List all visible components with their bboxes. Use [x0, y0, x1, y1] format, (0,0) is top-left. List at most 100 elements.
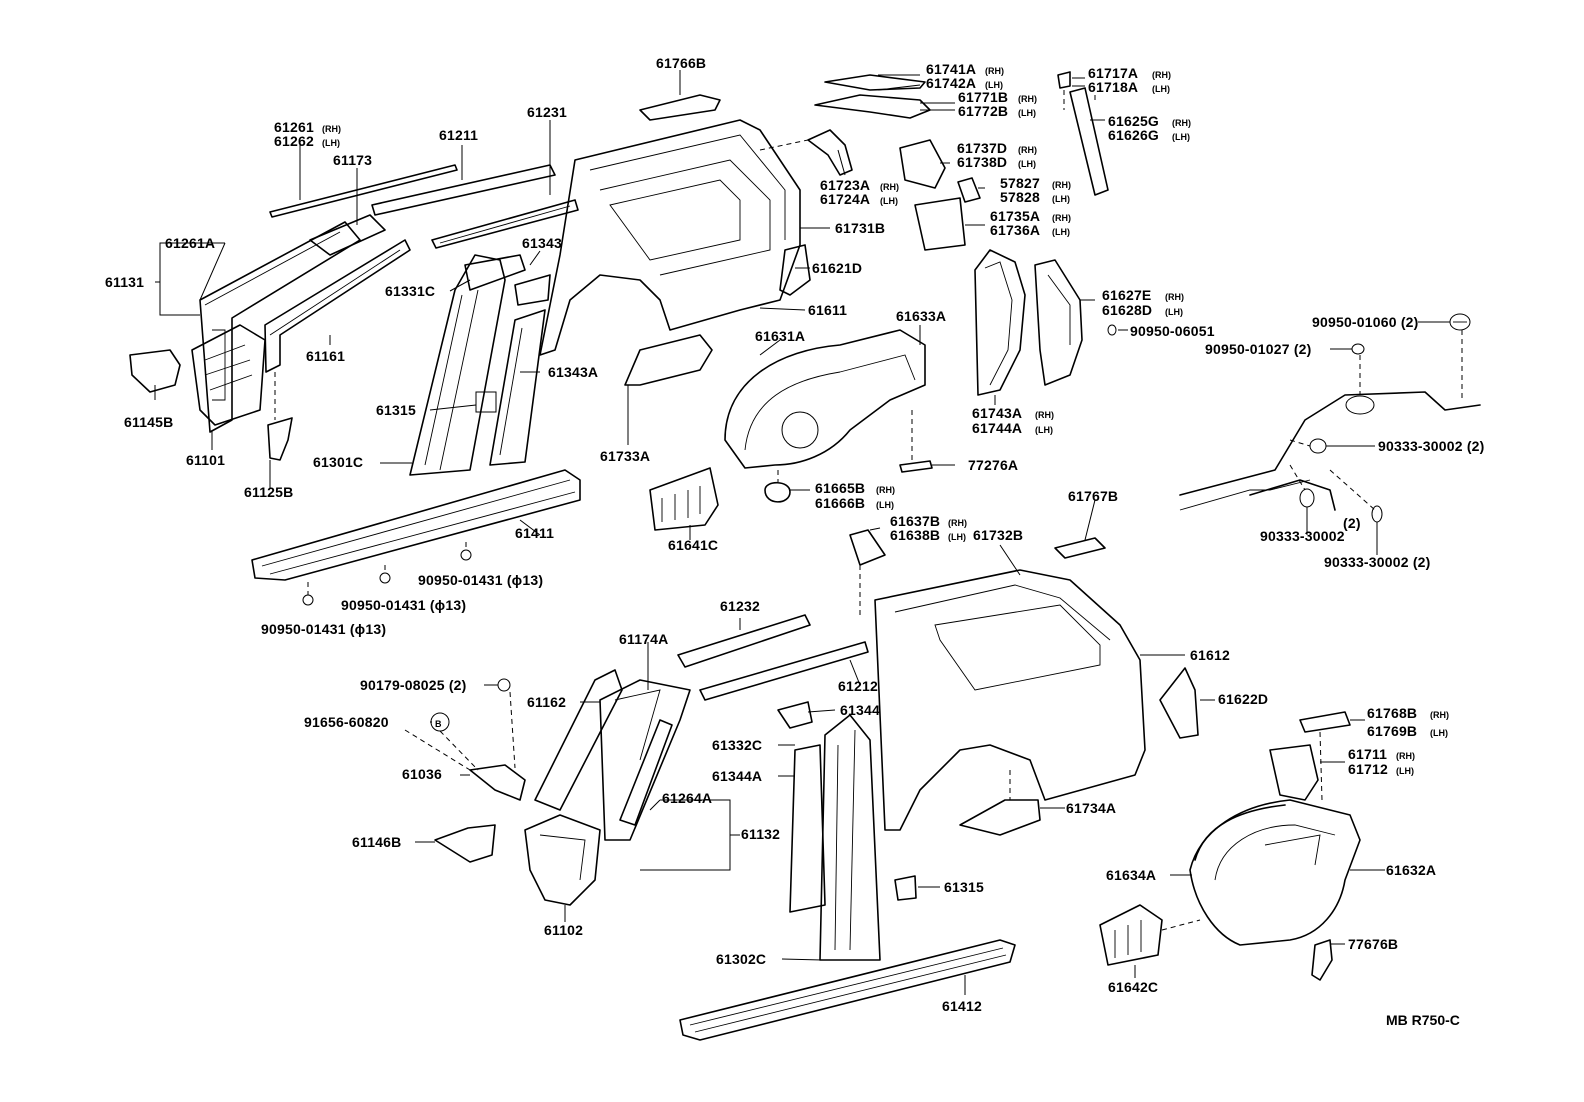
label-61738D: 61738D [957, 154, 1007, 170]
label-77276A: 77276A [968, 457, 1018, 473]
bracket-61621D [779, 244, 811, 296]
label-61261A: 61261A [165, 235, 215, 251]
label-61161: 61161 [306, 348, 345, 364]
svg-text:(LH): (LH) [876, 500, 894, 510]
rocker-panel-61411 [251, 469, 581, 581]
roof-rail-61232 [677, 614, 811, 668]
pillar-61344A [789, 744, 826, 913]
center-pillar-61301C [409, 254, 506, 476]
front-pillar-inner-61101 [191, 324, 266, 426]
pillar-61174A [599, 679, 691, 841]
label-90950-01431-a: 90950-01431 (ϕ13) [418, 572, 543, 588]
label-61343: 61343 [522, 235, 562, 251]
svg-text:(RH): (RH) [1052, 180, 1071, 190]
bracket-61622D [1159, 667, 1199, 739]
label-57827: 57827 [1000, 175, 1040, 191]
pillar-inner-61102 [524, 814, 601, 906]
label-61131: 61131 [105, 274, 144, 290]
label-61626G: 61626G [1108, 127, 1159, 143]
label-61412: 61412 [942, 998, 982, 1014]
label-61737D: 61737D [957, 140, 1007, 156]
label-61132: 61132 [741, 826, 780, 842]
bracket-61733A [624, 334, 713, 386]
svg-text:(LH): (LH) [1052, 194, 1070, 204]
label-61666B: 61666B [815, 495, 865, 511]
label-61162: 61162 [527, 694, 566, 710]
label-61633A: 61633A [896, 308, 946, 324]
label-61736A: 61736A [990, 222, 1040, 238]
label-77676B: 77676B [1348, 936, 1398, 952]
clip-77676B [1311, 939, 1333, 981]
label-61622D: 61622D [1218, 691, 1268, 707]
label-61036: 61036 [402, 766, 442, 782]
label-90950-01431-c: 90950-01431 (ϕ13) [261, 621, 386, 637]
svg-text:(RH): (RH) [1018, 145, 1037, 155]
svg-text:(LH): (LH) [880, 196, 898, 206]
label-61627E: 61627E [1102, 287, 1151, 303]
bracket-61723A [807, 129, 853, 176]
label-61212: 61212 [838, 678, 878, 694]
bracket-61734A [959, 799, 1041, 836]
diagram-code: MB R750-C [1386, 1012, 1460, 1028]
pillar-61743A [974, 249, 1026, 396]
pillar-61627E [1034, 259, 1083, 386]
svg-text:(RH): (RH) [948, 518, 967, 528]
label-61634A: 61634A [1106, 867, 1156, 883]
label-61632A: 61632A [1386, 862, 1436, 878]
svg-text:(RH): (RH) [1165, 292, 1184, 302]
svg-text:(LH): (LH) [1018, 108, 1036, 118]
label-61612: 61612 [1190, 647, 1230, 663]
svg-text:(RH): (RH) [1052, 213, 1071, 223]
label-61637B: 61637B [890, 513, 940, 529]
label-61332C: 61332C [712, 737, 762, 753]
label-61741A: 61741A [926, 61, 976, 77]
svg-text:(RH): (RH) [1396, 751, 1415, 761]
label-61717A: 61717A [1088, 65, 1138, 81]
label-61302C: 61302C [716, 951, 766, 967]
bracket-61145B [129, 349, 181, 393]
label-61315-bottom: 61315 [944, 879, 984, 895]
label-61262: 61262 [274, 133, 314, 149]
svg-text:(RH): (RH) [1035, 410, 1054, 420]
label-61743A: 61743A [972, 405, 1022, 421]
label-61621D: 61621D [812, 260, 862, 276]
label-61174A: 61174A [619, 631, 668, 647]
label-61331C: 61331C [385, 283, 435, 299]
label-61642C: 61642C [1108, 979, 1158, 995]
svg-text:(LH): (LH) [1052, 227, 1070, 237]
bracket-61642C [1099, 904, 1163, 966]
label-61733A: 61733A [600, 448, 650, 464]
label-61343A: 61343A [548, 364, 598, 380]
rocker-panel-61412 [679, 939, 1016, 1041]
svg-text:(RH): (RH) [1172, 118, 1191, 128]
label-61261: 61261 [274, 119, 314, 135]
quarter-panel-61612 [874, 569, 1146, 831]
roof-piece-61766B [639, 94, 721, 121]
label-61735A: 61735A [990, 208, 1040, 224]
wheel-house-inner-61634A [1194, 804, 1286, 861]
roof-rail-61212 [699, 641, 869, 701]
bracket-61343 [514, 274, 551, 306]
body-side-rear [1179, 391, 1481, 496]
label-61641C: 61641C [668, 537, 718, 553]
pillar-reinforce-61331C [464, 254, 526, 291]
label-61173: 61173 [333, 152, 372, 168]
marker-letter: B [435, 719, 442, 729]
label-61411: 61411 [515, 525, 554, 541]
label-61718A: 61718A [1088, 79, 1138, 95]
roof-side-rail-61211 [371, 164, 556, 216]
label-61772B: 61772B [958, 103, 1008, 119]
svg-text:(LH): (LH) [1172, 132, 1190, 142]
svg-text:(RH): (RH) [985, 66, 1004, 76]
label-61264A: 61264A [662, 790, 712, 806]
label-90333-30002-b: 90333-30002 [1260, 528, 1345, 544]
svg-text:(LH): (LH) [1396, 766, 1414, 776]
svg-text:(LH): (LH) [322, 138, 340, 148]
roof-bracket-61741A [824, 74, 926, 91]
label-61769B: 61769B [1367, 723, 1417, 739]
bracket-61315-lower [894, 875, 917, 901]
clip-61717A [1057, 71, 1071, 89]
roof-bracket-61771B [814, 94, 931, 119]
label-61611: 61611 [808, 302, 847, 318]
